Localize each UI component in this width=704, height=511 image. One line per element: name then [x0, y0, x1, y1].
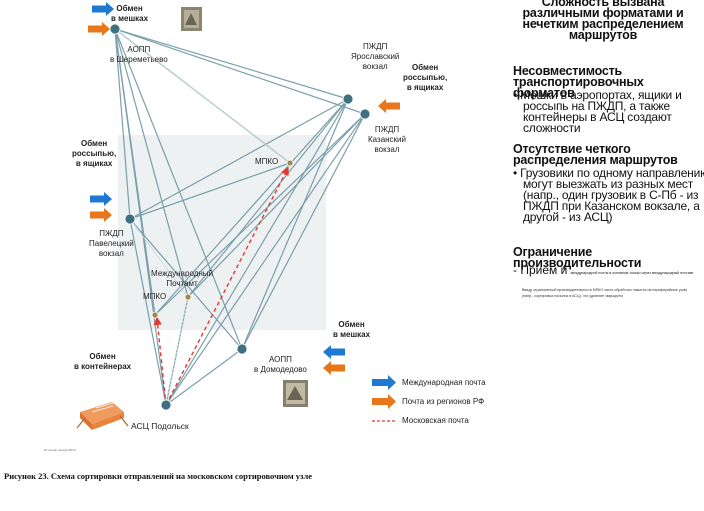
section-capacity-bullet1: - Прием и международной почты в основном… — [513, 263, 694, 279]
label-mpko-top: МПКО — [255, 157, 279, 166]
bullet-dot: • — [513, 88, 521, 102]
section-incompatible-formats-text: Мешки в аэропортах, ящики и россыпь на П… — [520, 88, 682, 135]
link-pav-mpkoT — [129, 162, 291, 220]
mail-bags-photo-top — [181, 7, 202, 31]
node-pav — [124, 213, 136, 225]
node-mpkoB — [151, 311, 159, 319]
label-mpko-bottom: МПКО — [143, 292, 167, 301]
label-aopp-domodedovo: АОПП в Домодедово — [254, 355, 307, 374]
section-capacity-bullet1-big: Прием и — [520, 263, 568, 277]
label-asc-podolsk: АСЦ Подольск — [131, 421, 189, 431]
label-exchange-loose-left: Обмен россыпью, в ящиках — [72, 139, 117, 168]
arrow-intl-paveletsky — [90, 192, 112, 206]
link-yar-pav — [129, 98, 349, 220]
sorting-network-diagram — [76, 2, 400, 430]
arrow-intl-sheremetyevo — [92, 2, 114, 16]
section-routes-bullet: • Грузовики по одному направлению могут … — [513, 166, 704, 224]
legend-international-arrow — [372, 375, 396, 390]
network-nodes — [109, 23, 371, 411]
hub-area-shading — [118, 135, 326, 330]
label-exchange-bags-bottom: Обмен в мешках — [333, 320, 371, 339]
node-intl — [184, 293, 192, 301]
link-yar-dom — [241, 98, 349, 350]
section-routes-heading: Отсутствие четкого распределения маршрут… — [513, 142, 678, 167]
side-panel: Сложность вызвана различными форматами и… — [505, 0, 704, 269]
legend-regional-arrow — [372, 394, 396, 409]
label-pzhdp-paveletsky: ПЖДП Павелецкий вокзал — [89, 229, 134, 258]
label-exchange-loose-right: Обмен россыпью, в ящиках — [403, 63, 448, 92]
label-exchange-containers: Обмен в контейнерах — [74, 352, 132, 371]
moscow-route-2 — [153, 316, 167, 406]
node-yar — [342, 93, 354, 105]
link-yar-mpkoB — [154, 98, 349, 316]
label-aopp-sheremetyevo: АОПП в Шереметьево — [110, 45, 168, 64]
link-sher-yar — [114, 28, 349, 100]
network-links — [114, 28, 366, 406]
node-mpkoT — [286, 159, 294, 167]
label-exchange-bags-top: Обмен в мешках — [111, 4, 149, 23]
link-intl-asc — [165, 296, 189, 406]
moscow-mail-routes — [153, 166, 289, 406]
section-incompatible-formats-heading: Несовместимость транспортировочных форма… — [513, 64, 644, 100]
link-pav-dom — [129, 218, 243, 350]
arrow-regional-paveletsky — [90, 208, 112, 222]
label-international-post: Международный Почтамт — [151, 269, 214, 288]
link-dom-asc — [165, 348, 243, 406]
faint-link-sher-mpkoT — [114, 28, 291, 164]
label-pzhdp-yaroslavsky: ПЖДП Ярославский вокзал — [351, 42, 400, 71]
side-panel-title: Сложность вызвана различными форматами и… — [522, 0, 684, 42]
figure-caption: Рисунок 23. Схема сортировки отправлений… — [4, 471, 312, 481]
section-capacity-bullet1-small: международной почты в основном только че… — [570, 271, 694, 275]
link-sher-kaz — [114, 28, 366, 115]
bullet-dot: - — [513, 263, 521, 277]
moscow-route-1 — [165, 166, 289, 406]
mail-bags-photo-bottom — [283, 380, 308, 407]
section-incompatible-formats-bullet: • Мешки в аэропортах, ящики и россыпь на… — [513, 88, 704, 135]
section-routes-text: Грузовики по одному направлению могут вы… — [520, 166, 704, 224]
faint-link-pav-intl — [129, 218, 189, 298]
legend-regional-label: Почта из регионов РФ — [402, 397, 485, 406]
node-asc — [160, 399, 172, 411]
link-yar-intl — [187, 98, 349, 298]
arrow-regional-kazansky — [378, 99, 400, 113]
section-capacity-heading: Ограничение производительности — [513, 245, 642, 270]
link-kaz-intl — [187, 113, 366, 298]
node-dom — [236, 343, 248, 355]
arrow-regional-domodedovo — [323, 361, 345, 375]
link-sher-pav — [114, 28, 131, 220]
link-sher-dom — [114, 28, 243, 350]
flow-arrows — [88, 2, 400, 375]
link-kaz-dom — [241, 113, 366, 350]
source-note: Источник: Анализ BCG — [44, 448, 76, 452]
arrow-regional-sheremetyevo — [88, 22, 110, 36]
link-sher-mpkoB — [114, 28, 156, 316]
link-sher-intl — [114, 28, 189, 298]
arrow-intl-domodedovo — [323, 345, 345, 359]
label-pzhdp-kazansky: ПЖДП Казанский вокзал — [368, 125, 406, 154]
node-kaz — [359, 108, 371, 120]
node-sher — [109, 23, 121, 35]
link-yar-asc — [165, 98, 349, 406]
bullet-dot: • — [513, 166, 521, 180]
link-kaz-mpkoB — [154, 113, 366, 316]
link-pav-asc — [129, 218, 167, 406]
link-kaz-asc — [165, 113, 366, 406]
section-capacity-bullet2: Ввиду ограниченной производительности МП… — [522, 288, 687, 298]
legend-moscow-label: Московская почта — [402, 416, 469, 425]
legend-international-label: Международная почта — [402, 378, 486, 387]
container-icon — [76, 401, 129, 430]
